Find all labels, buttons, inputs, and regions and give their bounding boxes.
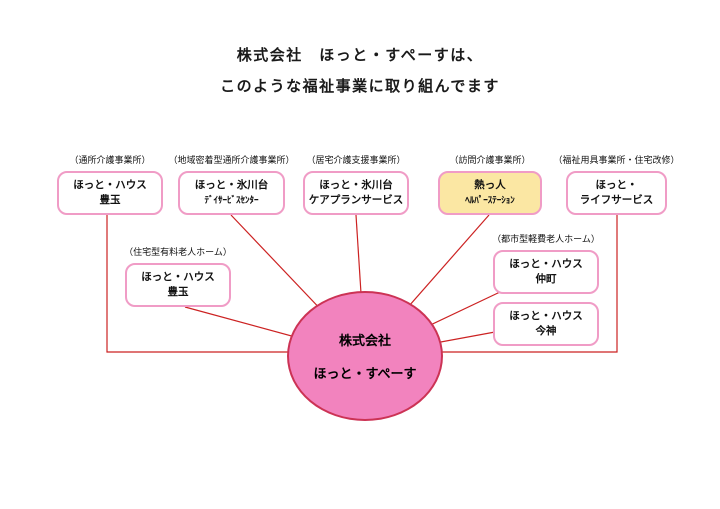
facility-name-line2: ﾃﾞｲｻｰﾋﾞｽｾﾝﾀｰ	[204, 195, 259, 205]
title-line-1: 株式会社 ほっと・すぺーすは、	[236, 47, 484, 64]
company-name-line2: ほっと・すぺーす	[313, 366, 417, 381]
facility-node-toyotama-home: （住宅型有料老人ホーム） ほっと・ハウス 豊玉	[124, 246, 232, 307]
facility-box: ほっと・ハウス 豊玉	[125, 263, 231, 307]
title-line-2: このような福祉事業に取り組んでます	[220, 78, 500, 95]
facility-name-line2: ケアプランサービス	[308, 194, 404, 206]
facility-name-line1: ほっと・氷川台	[319, 179, 393, 191]
facility-box: ほっと・ハウス 仲町	[493, 250, 599, 294]
facility-name-line2: 今神	[535, 325, 557, 337]
facility-node-nakamachi: （都市型軽費老人ホーム） ほっと・ハウス 仲町	[492, 233, 600, 294]
facility-box: ほっと・ハウス 今神	[493, 302, 599, 346]
facility-category-label: （訪問介護事業所）	[449, 155, 531, 165]
facility-box: ほっと・ ライフサービス	[566, 171, 667, 215]
facility-box: ほっと・ハウス 豊玉	[57, 171, 163, 215]
facility-category-label: （通所介護事業所）	[69, 155, 151, 165]
connector-day-care	[106, 215, 370, 353]
facility-name-line2: 仲町	[535, 273, 557, 285]
facility-name-line1: ほっと・ハウス	[509, 258, 583, 270]
facility-name-line1: ほっと・氷川台	[194, 179, 269, 191]
facility-name-line1: 熱っ人	[474, 179, 506, 191]
facility-node-hikawadai-dayservice: （地域密着型通所介護事業所） ほっと・氷川台 ﾃﾞｲｻｰﾋﾞｽｾﾝﾀｰ	[168, 154, 295, 215]
facility-category-label: （福祉用具事業所・住宅改修）	[553, 155, 680, 165]
facility-name-line2: ﾍﾙﾊﾟｰｽﾃｰｼｮﾝ	[465, 195, 515, 205]
facility-node-day-care: （通所介護事業所） ほっと・ハウス 豊玉	[57, 154, 163, 215]
facility-node-helper-station: （訪問介護事業所） 熱っ人 ﾍﾙﾊﾟｰｽﾃｰｼｮﾝ	[438, 154, 542, 215]
facility-node-careplan: （居宅介護支援事業所） ほっと・氷川台 ケアプランサービス	[303, 154, 409, 215]
facility-box: ほっと・氷川台 ケアプランサービス	[303, 171, 409, 215]
facility-node-life-service: （福祉用具事業所・住宅改修） ほっと・ ライフサービス	[553, 154, 680, 215]
facility-node-imagami: ほっと・ハウス 今神	[493, 298, 599, 346]
facility-name-line1: ほっと・	[595, 179, 638, 191]
company-name-line1: 株式会社	[338, 333, 391, 348]
facility-name-line1: ほっと・ハウス	[509, 310, 583, 322]
facility-box-highlighted: 熱っ人 ﾍﾙﾊﾟｰｽﾃｰｼｮﾝ	[438, 171, 542, 215]
facility-name-line1: ほっと・ハウス	[73, 179, 147, 191]
facility-category-label: （地域密着型通所介護事業所）	[168, 155, 295, 165]
facility-category-label: （都市型軽費老人ホーム）	[492, 234, 600, 244]
center-company-circle: 株式会社 ほっと・すぺーす	[287, 291, 443, 421]
facility-name-line2: ライフサービス	[579, 194, 654, 206]
facility-box: ほっと・氷川台 ﾃﾞｲｻｰﾋﾞｽｾﾝﾀｰ	[178, 171, 285, 215]
facility-category-label: （居宅介護支援事業所）	[306, 155, 406, 165]
facility-name-line1: ほっと・ハウス	[141, 271, 215, 283]
facility-category-label: （住宅型有料老人ホーム）	[124, 247, 232, 257]
diagram-title: 株式会社 ほっと・すぺーすは、 このような福祉事業に取り組んでます	[0, 40, 720, 102]
facility-name-line2: 豊玉	[167, 286, 189, 298]
facility-name-line2: 豊玉	[99, 194, 121, 206]
connector-life-service	[360, 215, 618, 353]
